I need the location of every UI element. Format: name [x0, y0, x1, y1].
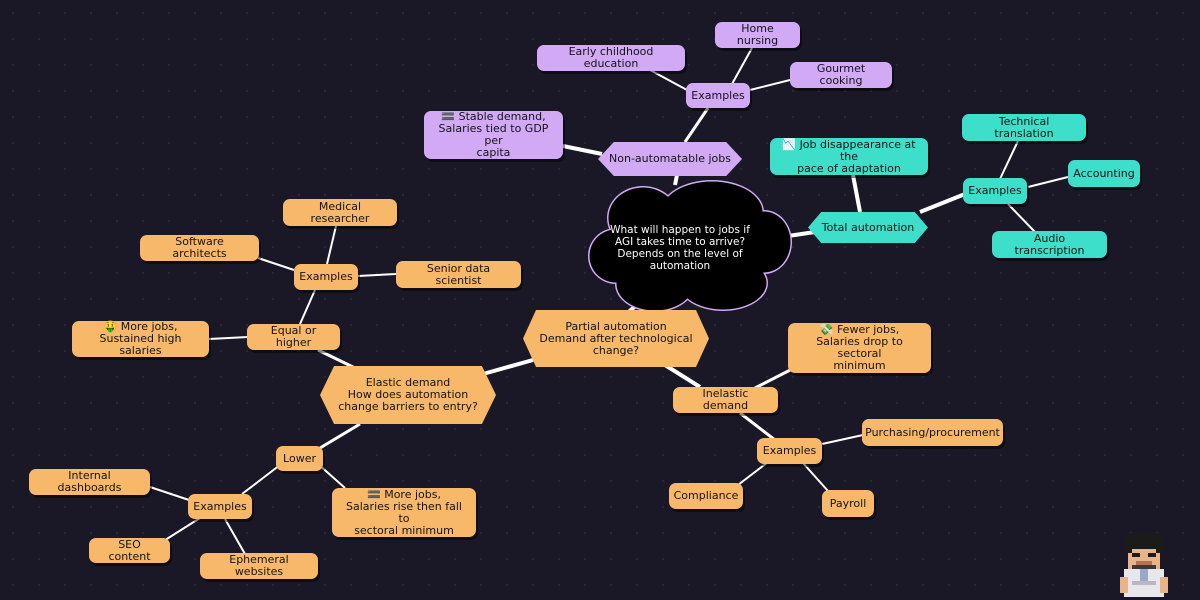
link-lexamples-internal	[149, 486, 190, 501]
node-more-jobs-high-salaries[interactable]: 🤑 More jobs, Sustained high salaries	[72, 321, 209, 357]
link-hexamples-senior	[357, 273, 397, 277]
link-total-examples	[919, 192, 966, 214]
pixel-art-character-icon	[1120, 533, 1168, 597]
link-partial-elastic	[482, 358, 534, 376]
node-more-jobs-salaries-fall[interactable]: 🟰 More jobs, Salaries rise then fall to …	[332, 488, 476, 537]
link-partial-inelastic	[663, 363, 702, 389]
link-inelastic-examples	[739, 411, 776, 442]
link-total-jobdis	[851, 174, 862, 213]
node-medical-researcher[interactable]: Medical researcher	[283, 199, 397, 226]
link-hexamples-medical	[326, 225, 337, 265]
link-hexamples-software	[257, 257, 295, 271]
link-texamples-acc	[1027, 176, 1069, 188]
node-total-automation[interactable]: Total automation	[808, 212, 928, 243]
node-stable-demand[interactable]: 🟰 Stable demand, Salaries tied to GDP pe…	[424, 111, 563, 159]
node-fewer-jobs[interactable]: 💸 Fewer jobs, Salaries drop to sectoral …	[788, 323, 931, 373]
link-elastic-lower	[319, 422, 361, 450]
link-lower-more	[317, 463, 346, 489]
link-examples-home	[731, 47, 753, 85]
central-question: What will happen to jobs if AGI takes ti…	[610, 224, 750, 272]
link-texamples-tech	[999, 140, 1019, 180]
link-lexamples-ephemeral	[224, 518, 246, 555]
node-purchasing-procurement[interactable]: Purchasing/procurement	[862, 419, 1003, 446]
node-audio-transcription[interactable]: Audio transcription	[992, 231, 1107, 258]
link-iexamples-purchasing	[821, 434, 864, 445]
node-seo-content[interactable]: SEO content	[89, 538, 170, 563]
link-examples-early	[649, 69, 688, 91]
node-equal-or-higher[interactable]: Equal or higher	[247, 324, 340, 350]
node-lower[interactable]: Lower	[276, 446, 323, 471]
node-gourmet-cooking[interactable]: Gourmet cooking	[790, 62, 892, 88]
link-elastic-equal	[317, 348, 356, 370]
node-ephemeral-websites[interactable]: Ephemeral websites	[200, 553, 318, 579]
link-nonauto-stable	[562, 144, 603, 156]
node-examples-equal-or-higher[interactable]: Examples	[294, 264, 358, 290]
link-central-total	[787, 230, 816, 238]
node-compliance[interactable]: Compliance	[669, 483, 743, 509]
node-inelastic-demand[interactable]: Inelastic demand	[673, 387, 778, 413]
link-equal-more	[208, 336, 249, 340]
link-nonauto-examples	[683, 107, 710, 143]
node-elastic-demand[interactable]: Elastic demand How does automation chang…	[320, 366, 496, 424]
link-texamples-audio	[1007, 203, 1036, 233]
node-partial-automation[interactable]: Partial automation Demand after technolo…	[523, 310, 709, 367]
node-early-childhood-education[interactable]: Early childhood education	[537, 45, 685, 71]
node-job-disappearance[interactable]: 📉 Job disappearance at the pace of adapt…	[770, 138, 928, 175]
node-senior-data-scientist[interactable]: Senior data scientist	[396, 261, 521, 288]
link-lower-examples	[241, 464, 281, 495]
central-cloud	[588, 180, 792, 312]
link-examples-gourmet	[749, 79, 791, 91]
node-non-automatable-jobs[interactable]: Non-automatable jobs	[598, 142, 742, 176]
node-home-nursing[interactable]: Home nursing	[715, 22, 800, 48]
node-examples-total-automation[interactable]: Examples	[963, 178, 1027, 204]
link-iexamples-compliance	[737, 461, 769, 486]
link-iexamples-payroll	[802, 462, 829, 492]
node-payroll[interactable]: Payroll	[822, 490, 874, 517]
node-accounting[interactable]: Accounting	[1068, 160, 1140, 187]
node-technical-translation[interactable]: Technical translation	[962, 114, 1086, 141]
node-internal-dashboards[interactable]: Internal dashboards	[29, 469, 150, 495]
node-examples-inelastic[interactable]: Examples	[757, 438, 822, 464]
node-examples-lower[interactable]: Examples	[188, 494, 252, 519]
node-software-architects[interactable]: Software architects	[140, 235, 259, 261]
node-examples-non-automatable[interactable]: Examples	[686, 83, 750, 108]
link-lexamples-seo	[161, 517, 201, 543]
link-equal-examples	[299, 289, 316, 325]
